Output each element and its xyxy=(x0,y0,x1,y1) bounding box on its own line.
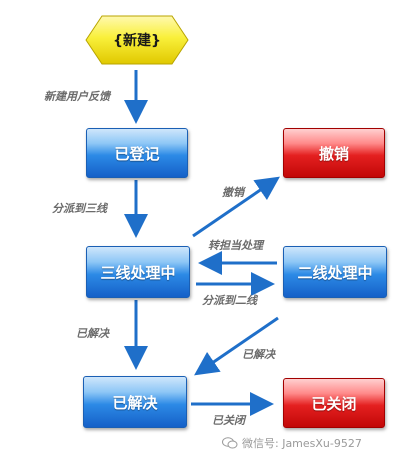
edge-cancel xyxy=(192,176,280,238)
label-resolve-l3: 已解决 xyxy=(76,327,109,340)
node-start: {新建} xyxy=(86,16,188,64)
wechat-icon xyxy=(222,437,238,449)
node-registered-label: 已登记 xyxy=(114,144,160,163)
node-level2-label: 二线处理中 xyxy=(297,263,373,282)
node-cancel: 撤销 xyxy=(283,128,385,178)
watermark: 微信号: JamesXu-9527 xyxy=(222,435,362,451)
watermark-text: 微信号: JamesXu-9527 xyxy=(242,437,362,450)
node-start-label: {新建} xyxy=(113,33,161,49)
node-cancel-label: 撤销 xyxy=(318,144,349,163)
node-closed: 已关闭 xyxy=(283,378,385,428)
edge-resolve-l2 xyxy=(194,316,279,376)
label-dispatch-l2: 分派到二线 xyxy=(202,294,257,307)
node-resolved: 已解决 xyxy=(83,376,187,428)
label-transfer-owner: 转担当处理 xyxy=(208,239,263,252)
label-close: 已关闭 xyxy=(212,414,245,427)
label-cancel: 撤销 xyxy=(222,186,244,199)
start-hexagon-shape xyxy=(85,15,189,65)
node-level2: 二线处理中 xyxy=(283,246,387,298)
label-dispatch-l3: 分派到三线 xyxy=(52,202,107,215)
node-level3: 三线处理中 xyxy=(86,246,190,298)
node-registered: 已登记 xyxy=(86,128,188,178)
node-level3-label: 三线处理中 xyxy=(100,263,176,282)
node-closed-label: 已关闭 xyxy=(311,394,357,413)
label-resolve-l2: 已解决 xyxy=(242,348,275,361)
node-resolved-label: 已解决 xyxy=(112,393,158,412)
label-new-feedback: 新建用户反馈 xyxy=(44,90,110,103)
